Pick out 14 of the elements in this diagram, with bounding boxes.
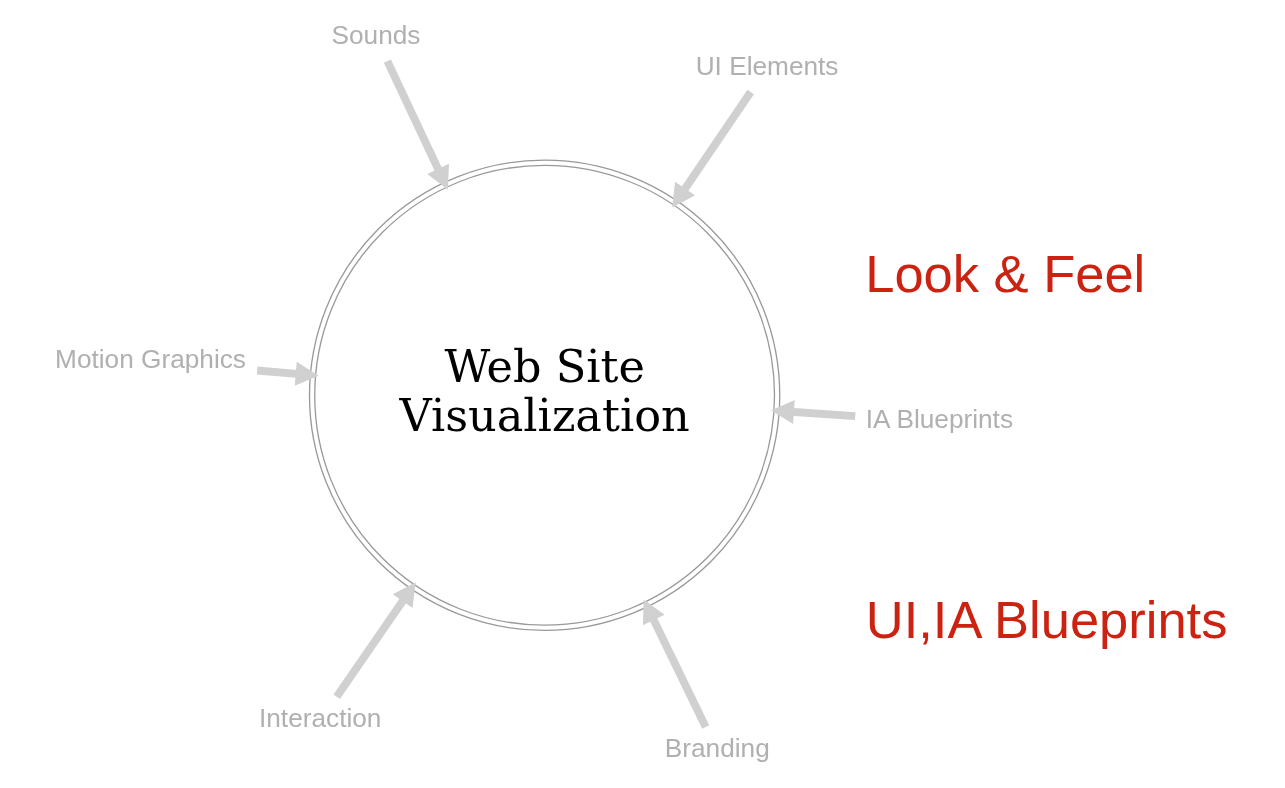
arrow [256, 361, 319, 386]
node-text: Motion Graphics [55, 343, 246, 374]
arrow [383, 59, 449, 190]
node-text: UI Elements [695, 50, 839, 81]
label: UI,IA Blueprints [865, 591, 1228, 650]
node-text: IA Blueprints [865, 404, 1014, 435]
node-text: Branding [664, 733, 770, 764]
node-text: Sounds [331, 19, 421, 50]
node-text: Interaction [259, 703, 382, 734]
arrow [333, 582, 416, 699]
arrow [672, 89, 754, 208]
node-circle: Web Site Visualization [308, 159, 781, 632]
label: Look & Feel [865, 244, 1146, 303]
arrow [642, 599, 710, 729]
